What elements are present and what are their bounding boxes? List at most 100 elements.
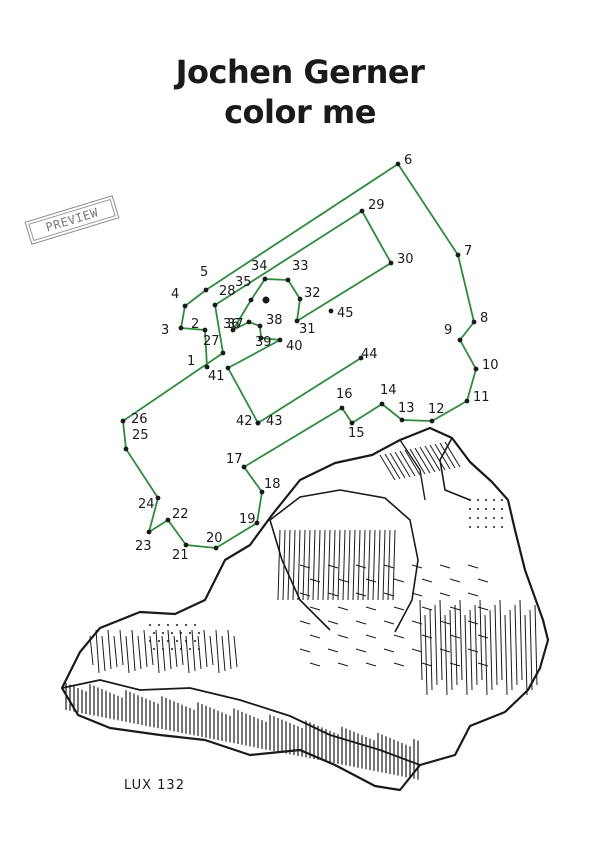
hatch-line [384,453,401,480]
dot-label-13: 13 [398,401,415,416]
dot-3 [178,325,184,331]
dot-43 [255,420,261,426]
hatch-line [489,609,493,691]
texture-dot [469,526,471,528]
hatch-line [297,529,301,601]
hatch-line [155,629,160,674]
dot-label-14: 14 [380,383,397,398]
texture-dot [176,624,178,626]
dot-34 [262,276,268,282]
hatch-line [383,648,395,653]
hatch-line [185,635,190,674]
dot-1 [204,364,210,370]
hatch-line [421,606,433,611]
hatch-line [179,629,184,666]
texture-dot [493,517,495,519]
hatch-line [309,606,321,611]
hatch-line [434,443,451,470]
hatch-line [444,441,461,468]
texture-dot [162,632,164,634]
hatch-line [379,454,396,481]
dot-label-44: 44 [361,347,378,362]
hatch-line [519,599,523,681]
texture-dot [171,648,173,650]
hatch-line [477,634,489,639]
hatch-line [414,447,431,474]
hatch-line [411,592,423,597]
dot-label-6: 6 [404,153,412,168]
hatch-line [529,609,533,691]
dot-23 [146,529,152,535]
dot-33 [285,277,291,283]
texture-dot [189,648,191,650]
dot-6 [395,161,401,167]
hatch-line [449,662,461,667]
hatch-line [221,635,226,672]
hatch-line [191,629,196,672]
dot-12 [429,418,435,424]
texture-dot [501,526,503,528]
dot-27 [220,350,226,356]
hatch-line [277,529,281,601]
dot-label-21: 21 [172,548,189,563]
dot-label-20: 20 [206,531,223,546]
dot-label-39: 39 [255,335,272,350]
texture-dot [167,624,169,626]
hatch-line [393,606,405,611]
texture-dot [180,632,182,634]
dot-label-17: 17 [226,452,243,467]
hatch-line [467,592,479,597]
dot-label-25: 25 [132,428,149,443]
dot-label-26: 26 [131,412,148,427]
hatch-line [424,445,441,472]
dot-label-11: 11 [473,390,490,405]
hatch-line [337,578,349,583]
hatch-line [203,629,208,668]
dot-32 [297,296,303,302]
dot-label-31: 31 [299,322,316,337]
hatch-line [439,592,451,597]
texture-dot [149,624,151,626]
hatch-line [95,629,100,674]
hatch-line [352,529,356,601]
hatch-line [424,614,428,696]
hatch-line [302,529,306,601]
texture-dot [477,508,479,510]
dot-label-15: 15 [348,426,365,441]
hatch-line [393,662,405,667]
puzzle-dots: 1234567891011121314151617181920212223242… [120,153,499,563]
hatch-line [355,564,367,569]
hatch-line [161,635,166,672]
hatch-line [477,606,489,611]
texture-dot [469,517,471,519]
dot-label-7: 7 [464,244,472,259]
hatch-line [393,634,405,639]
hatch-line [387,529,391,601]
hatch-line [362,529,366,601]
dot-2 [202,327,208,333]
texture-dot [158,624,160,626]
hatch-line [365,662,377,667]
hatch-line [342,529,346,601]
dot-4 [182,303,188,309]
dot-20 [213,545,219,551]
cover-title: Jochen Gerner color me [0,52,600,132]
dot-label-33: 33 [292,259,309,274]
dot-28 [212,302,218,308]
texture-dot [485,526,487,528]
hatch-line [327,620,339,625]
dot-label-32: 32 [304,286,321,301]
dot-label-40: 40 [286,339,303,354]
hatch-line [439,442,456,469]
texture-dot [477,526,479,528]
dot-7 [455,252,461,258]
hatch-line [309,578,321,583]
texture-dot [189,632,191,634]
dot-16 [339,405,345,411]
hatch-line [509,609,513,691]
hatch-line [411,648,423,653]
hatch-line [394,451,411,478]
hatch-line [393,578,405,583]
texture-dot [149,640,151,642]
dot-label-10: 10 [482,358,499,373]
